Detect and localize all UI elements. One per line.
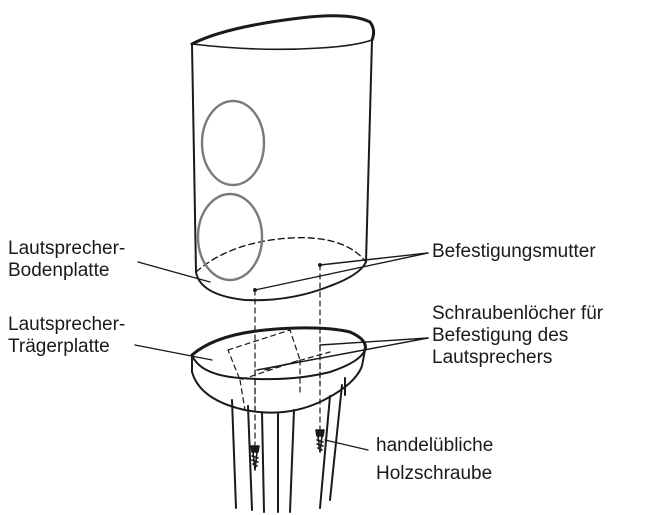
- support-plate-left-side: [192, 355, 320, 413]
- wood-screw-left: [251, 446, 259, 470]
- leader-wood-screw: [325, 440, 368, 450]
- leader-nut-right: [320, 253, 428, 265]
- leader-lines: [135, 253, 428, 450]
- leader-hole-lower: [257, 338, 428, 370]
- speaker-cabinet: [192, 16, 374, 300]
- leader-base-plate: [138, 262, 210, 282]
- label-wood-screw: handelübliche Holzschraube: [376, 432, 493, 488]
- label-speaker-support-plate: Lautsprecher- Trägerplatte: [8, 314, 125, 358]
- speaker-driver-lower: [198, 194, 262, 280]
- wood-screw-right: [316, 430, 324, 452]
- speaker-driver-upper: [202, 101, 264, 185]
- support-plate: [192, 328, 365, 413]
- speaker-bottom-edge: [196, 262, 366, 300]
- label-mounting-nut: Befestigungsmutter: [432, 241, 596, 263]
- leader-nut-left: [255, 253, 428, 290]
- support-plate-top-edge: [192, 328, 365, 355]
- speaker-bottom-hidden-edge: [196, 238, 366, 272]
- speaker-top-inner-edge: [192, 40, 372, 49]
- speaker-top-edge: [192, 16, 374, 44]
- label-screw-holes: Schraubenlöcher für Befestigung des Laut…: [432, 303, 603, 369]
- label-speaker-base-plate: Lautsprecher- Bodenplatte: [8, 238, 125, 282]
- speaker-left-edge: [192, 44, 196, 272]
- speaker-right-edge: [366, 40, 372, 262]
